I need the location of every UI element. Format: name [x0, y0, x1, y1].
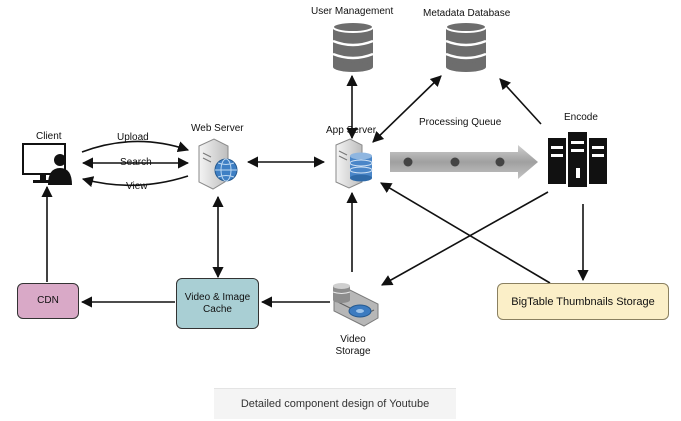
- server-rack-icon: [548, 132, 607, 187]
- video-storage-label: Video Storage: [328, 334, 378, 358]
- cache-label-line1: Video & Image: [184, 291, 251, 303]
- figure-caption: Detailed component design of Youtube: [214, 389, 456, 419]
- app-server-label: App Server: [326, 125, 377, 136]
- user-management-label: User Management: [311, 6, 394, 17]
- web-server-globe-icon: [198, 138, 238, 190]
- bigtable-label: BigTable Thumbnails Storage: [511, 295, 655, 308]
- video-storage-label-line1: Video: [340, 334, 366, 345]
- metadata-database-label: Metadata Database: [423, 8, 511, 19]
- desktop-user-icon: [22, 143, 72, 185]
- upload-label: Upload: [117, 132, 149, 143]
- bigtable-thumbnails-box: BigTable Thumbnails Storage: [497, 283, 669, 320]
- encode-label: Encode: [564, 112, 598, 123]
- disk-storage-icon: [332, 283, 379, 327]
- video-image-cache-box: Video & Image Cache: [176, 278, 259, 329]
- connection-arrows: [41, 74, 589, 308]
- database-cylinder-icon: [332, 21, 374, 72]
- search-label: Search: [120, 157, 152, 168]
- caption-divider: [214, 388, 456, 389]
- queue-arrow-icon: [390, 145, 538, 179]
- bigtable-app-arrow: [380, 182, 551, 284]
- app-metadata-arrow: [372, 75, 442, 143]
- web-server-label: Web Server: [191, 123, 244, 134]
- processing-queue-label: Processing Queue: [419, 117, 502, 128]
- client-label: Client: [36, 131, 62, 142]
- view-label: View: [126, 181, 148, 192]
- cdn-box: CDN: [17, 283, 79, 319]
- video-storage-label-line2: Storage: [335, 346, 371, 357]
- cdn-label: CDN: [37, 295, 59, 306]
- encode-storage-arrow: [381, 191, 549, 286]
- encode-metadata-arrow: [499, 78, 542, 125]
- upload-arrow: [81, 140, 190, 153]
- cache-label-line2: Cache: [203, 303, 232, 315]
- database-cylinder-icon: [445, 21, 487, 72]
- view-arrow: [81, 175, 189, 188]
- app-server-database-icon: [335, 138, 373, 189]
